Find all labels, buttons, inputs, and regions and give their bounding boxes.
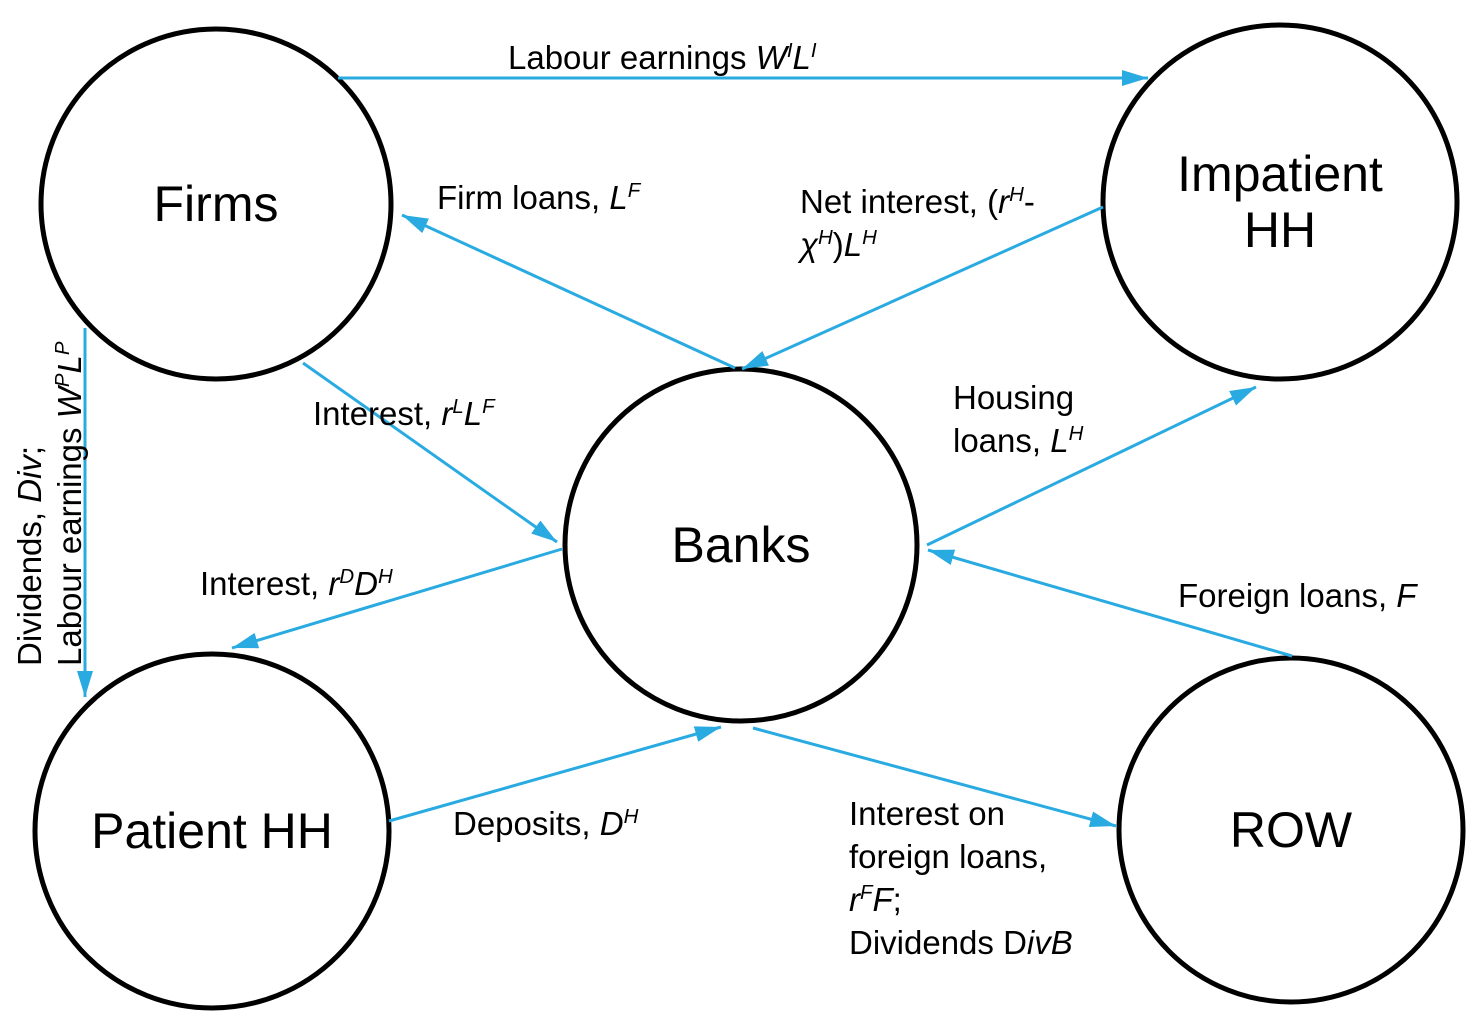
node-label-firms: Firms <box>153 176 279 232</box>
edge-label-interest-deposits: Interest, rDDH <box>200 565 393 602</box>
arrow-interest-foreign-loans <box>752 726 1117 828</box>
node-label-patient-hh: Patient HH <box>91 803 333 859</box>
edge-label-housing-loans: Housing loans, LH <box>953 379 1084 459</box>
arrow-interest-firm-loans <box>302 361 558 544</box>
arrow-foreign-loans <box>927 548 1293 658</box>
node-circle-firms <box>38 26 394 382</box>
arrow-interest-deposits <box>231 547 563 650</box>
edge-label-interest-firm-loans: Interest, rLLF <box>313 395 495 432</box>
node-label-banks: Banks <box>671 517 811 573</box>
edge-label-foreign-loans: Foreign loans, F <box>1178 577 1417 614</box>
arrow-housing-loans <box>926 385 1257 547</box>
edge-label-net-interest: Net interest, (rH- χH)LH <box>800 183 1035 263</box>
node-circle-patient-hh <box>32 651 392 1011</box>
node-circle-impatient-hh <box>1100 22 1460 382</box>
node-circle-row <box>1116 655 1466 1005</box>
arrow-deposits <box>388 725 722 823</box>
arrow-net-interest <box>741 205 1104 371</box>
arrow-firm-loans <box>401 213 736 370</box>
node-circle-banks <box>562 366 920 724</box>
node-label-row: ROW <box>1229 802 1353 858</box>
edge-label-dividends-labour: Dividends, Div; Labour earnings WPLP <box>11 341 88 666</box>
node-label-impatient-hh: Impatient HH <box>1177 146 1383 258</box>
edge-label-firm-loans: Firm loans, LF <box>437 179 641 216</box>
edge-label-deposits: Deposits, DH <box>453 805 639 842</box>
edge-label-labour-earnings: Labour earnings WILI <box>508 39 817 76</box>
edge-label-interest-foreign-loans: Interest on foreign loans, rFF; Dividend… <box>849 795 1073 961</box>
